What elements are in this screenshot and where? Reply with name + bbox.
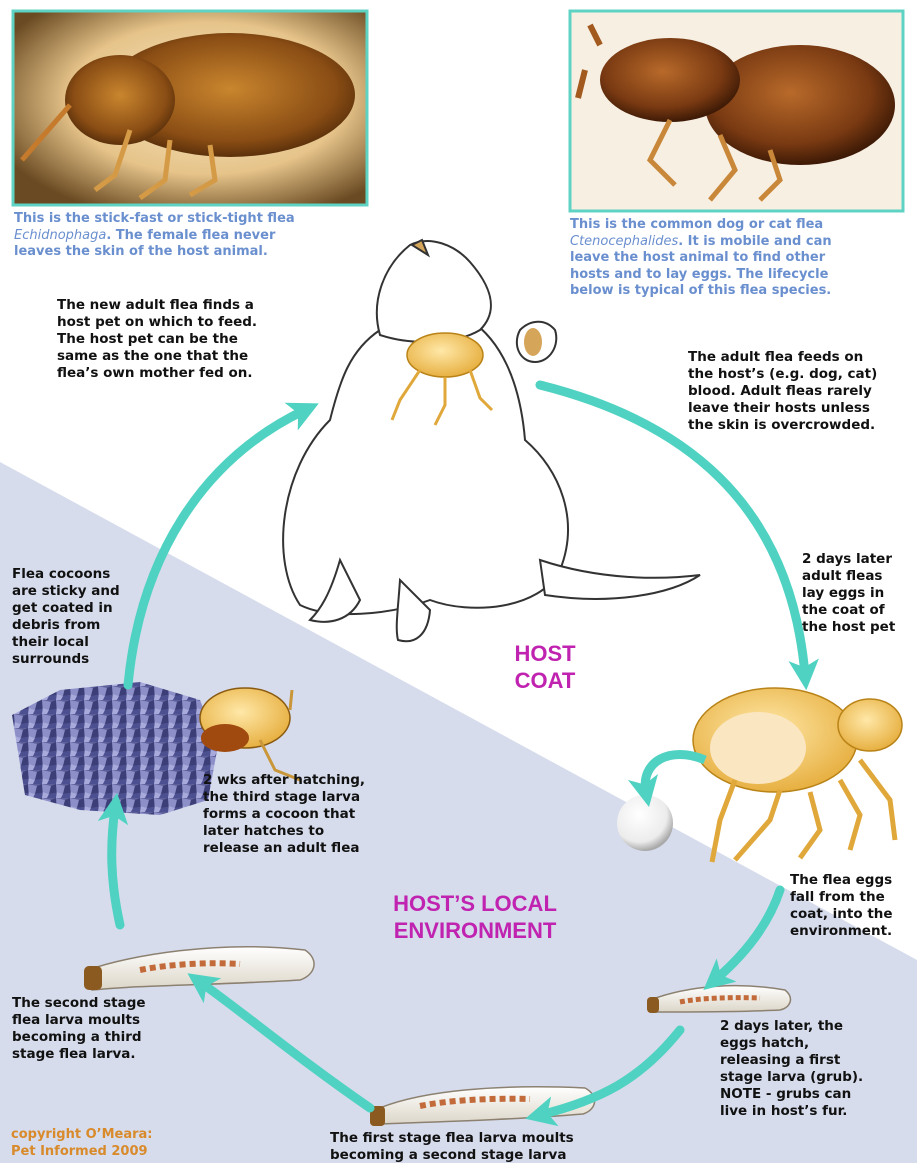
zone-label-host-coat: HOST COAT xyxy=(490,640,600,694)
flea-egg xyxy=(617,795,673,851)
common-flea-photo xyxy=(570,11,903,211)
zone-label-local-environment: HOST’S LOCAL ENVIRONMENT xyxy=(345,890,605,944)
genus-echidnophaga: Echidnophaga xyxy=(14,228,106,243)
caption-common-flea: This is the common dog or cat flea Cteno… xyxy=(570,217,915,300)
step-eggs-fall: The flea eggs fall from the coat, into t… xyxy=(790,872,893,940)
step-second-moult: The second stage flea larva moults becom… xyxy=(12,995,146,1063)
genus-ctenocephalides: Ctenocephalides xyxy=(570,234,678,249)
step-adult-feeds: The adult flea feeds on the host’s (e.g.… xyxy=(688,349,877,434)
step-cocoon-sticky: Flea cocoons are sticky and get coated i… xyxy=(12,566,120,668)
copyright-notice: copyright O’Meara: Pet Informed 2009 xyxy=(11,1126,152,1160)
step-lay-eggs: 2 days later adult fleas lay eggs in the… xyxy=(802,551,895,636)
step-first-moult: The first stage flea larva moults becomi… xyxy=(330,1130,574,1164)
step-eggs-hatch: 2 days later, the eggs hatch, releasing … xyxy=(720,1018,863,1120)
step-cocoon-forms: 2 wks after hatching, the third stage la… xyxy=(203,772,365,857)
caption-stick-fast: This is the stick-fast or stick-tight fl… xyxy=(14,211,374,261)
stick-fast-flea-photo xyxy=(13,11,367,205)
step-new-adult: The new adult flea finds a host pet on w… xyxy=(57,297,257,382)
